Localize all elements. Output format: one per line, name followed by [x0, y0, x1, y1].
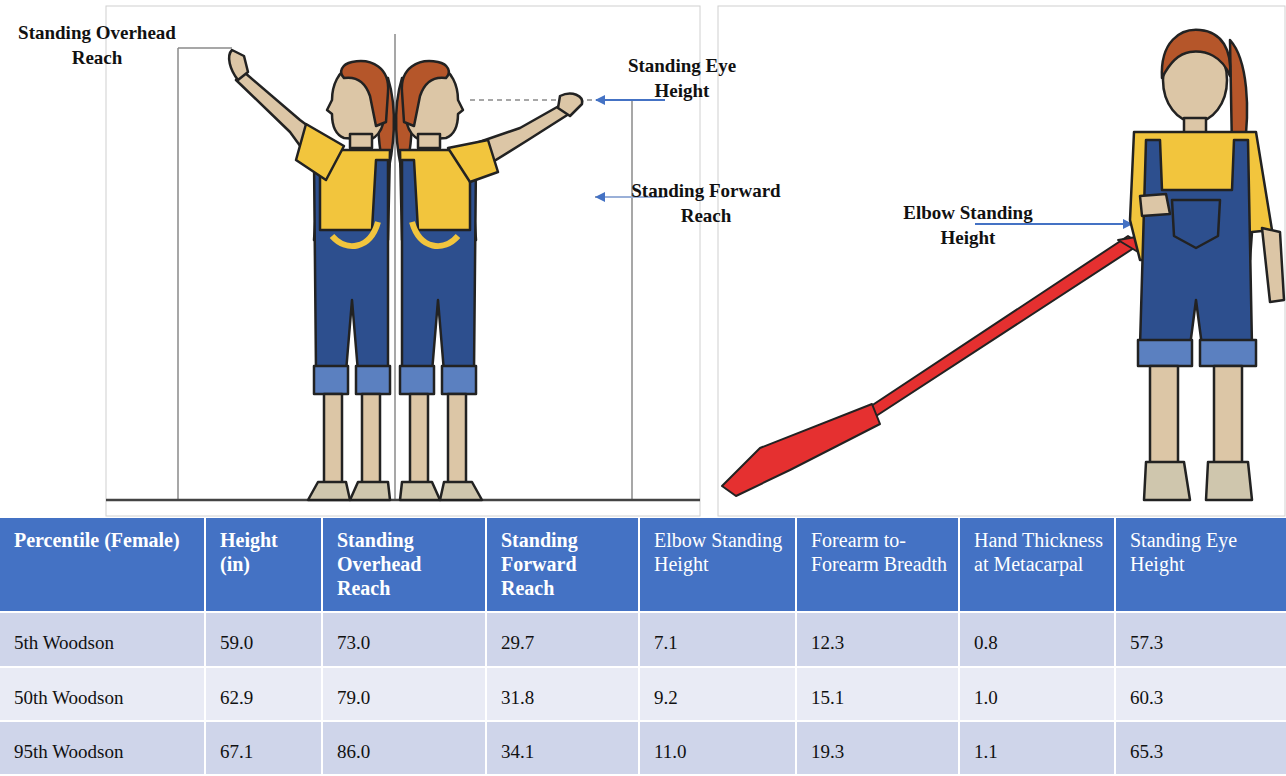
- table-cell: 57.3: [1116, 613, 1286, 668]
- table-cell: 11.0: [640, 722, 797, 776]
- table-cell: 62.9: [206, 668, 323, 722]
- table-cell: 1.0: [960, 668, 1116, 722]
- table-cell: 73.0: [323, 613, 487, 668]
- table-cell: 86.0: [323, 722, 487, 776]
- dimension-label: Elbow Standing Height: [878, 200, 1058, 250]
- table-cell: 67.1: [206, 722, 323, 776]
- table-cell: 79.0: [323, 668, 487, 722]
- table-header: Hand Thickness at Metacarpal: [960, 518, 1116, 613]
- table-header: Standing Overhead Reach: [323, 518, 487, 613]
- table-header: Height (in): [206, 518, 323, 613]
- table-cell: 1.1: [960, 722, 1116, 776]
- dimension-label: Standing Overhead Reach: [2, 20, 192, 70]
- table-cell: 0.8: [960, 613, 1116, 668]
- table-cell: 19.3: [797, 722, 960, 776]
- table-cell: 59.0: [206, 613, 323, 668]
- table-cell: 5th Woodson: [0, 613, 206, 668]
- table-header: Elbow Standing Height: [640, 518, 797, 613]
- table-cell: 9.2: [640, 668, 797, 722]
- table-header: Standing Forward Reach: [487, 518, 640, 613]
- table-cell: 31.8: [487, 668, 640, 722]
- table-cell: 60.3: [1116, 668, 1286, 722]
- table-header: Standing Eye Height: [1116, 518, 1286, 613]
- table-header: Percentile (Female): [0, 518, 206, 613]
- table-cell: 95th Woodson: [0, 722, 206, 776]
- dimension-label: Standing Eye Height: [612, 53, 752, 103]
- table-cell: 29.7: [487, 613, 640, 668]
- table-cell: 65.3: [1116, 722, 1286, 776]
- table-cell: 50th Woodson: [0, 668, 206, 722]
- table-cell: 15.1: [797, 668, 960, 722]
- table-header: Forearm to- Forearm Breadth: [797, 518, 960, 613]
- table-cell: 34.1: [487, 722, 640, 776]
- table-cell: 12.3: [797, 613, 960, 668]
- table-cell: 7.1: [640, 613, 797, 668]
- dimension-label: Standing Forward Reach: [618, 178, 794, 228]
